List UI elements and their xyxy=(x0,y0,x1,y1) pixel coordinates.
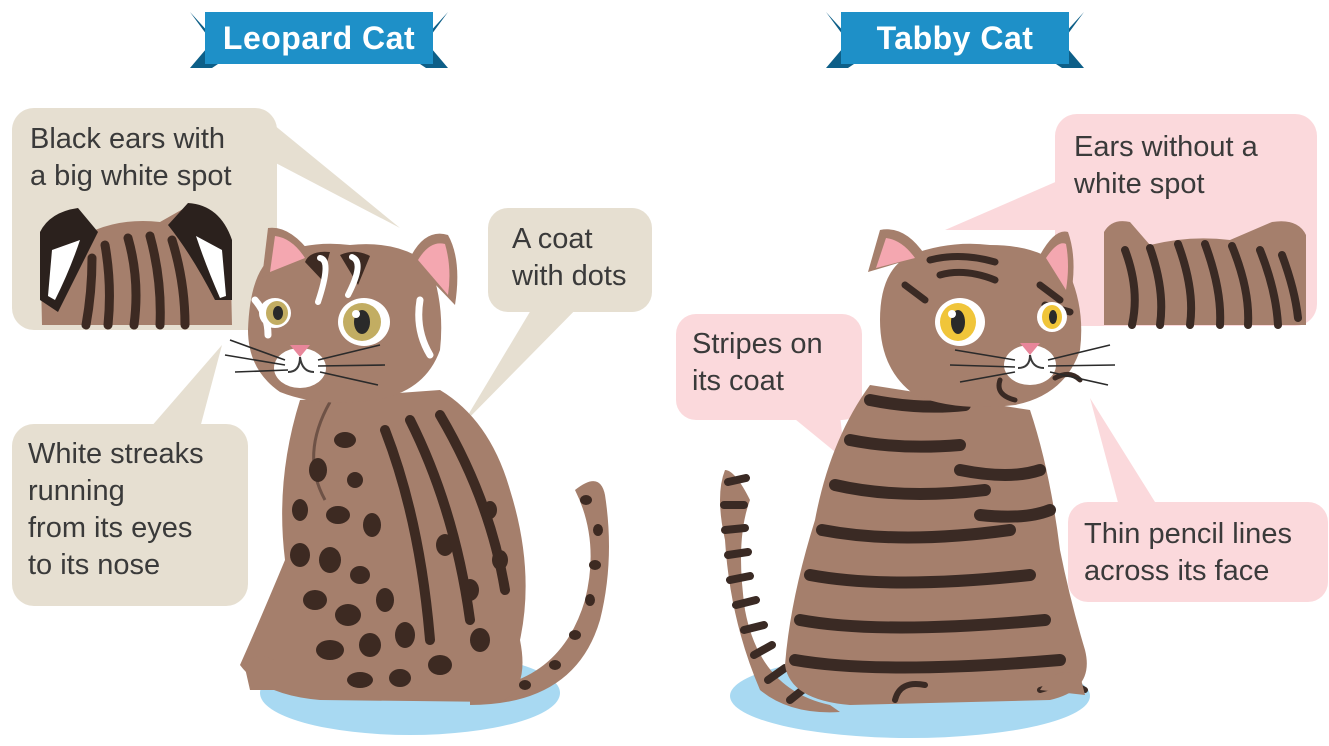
tabby-ears-line: white spot xyxy=(1074,166,1258,203)
leopard-title: Leopard Cat xyxy=(205,12,433,72)
tabby-coat-line: Stripes on xyxy=(692,326,823,363)
leopard-streaks-line: from its eyes xyxy=(28,510,204,547)
tabby-face-line: across its face xyxy=(1084,553,1292,590)
tabby-ears-line: Ears without a xyxy=(1074,129,1258,166)
tabby-face-line: Thin pencil lines xyxy=(1084,516,1292,553)
tabby-ears-text: Ears without a white spot xyxy=(1074,129,1258,203)
leopard-streaks-line: to its nose xyxy=(28,547,204,584)
tabby-coat-line: its coat xyxy=(692,363,823,400)
leopard-ears-line: a big white spot xyxy=(30,158,232,195)
tabby-face-text: Thin pencil lines across its face xyxy=(1084,516,1292,590)
leopard-streaks-line: running xyxy=(28,473,204,510)
leopard-ear-closeup xyxy=(40,203,232,325)
tabby-title-text: Tabby Cat xyxy=(841,12,1069,64)
leopard-title-text: Leopard Cat xyxy=(205,12,433,64)
tabby-coat-text: Stripes on its coat xyxy=(692,326,823,400)
leopard-coat-line: with dots xyxy=(512,258,626,295)
leopard-streaks-line: White streaks xyxy=(28,436,204,473)
leopard-streaks-text: White streaks running from its eyes to i… xyxy=(28,436,204,584)
leopard-coat-line: A coat xyxy=(512,221,626,258)
tabby-title: Tabby Cat xyxy=(841,12,1069,72)
leopard-coat-text: A coat with dots xyxy=(512,221,626,295)
tabby-cat xyxy=(720,229,1115,738)
leopard-ears-line: Black ears with xyxy=(30,121,232,158)
leopard-ears-text: Black ears with a big white spot xyxy=(30,121,232,195)
